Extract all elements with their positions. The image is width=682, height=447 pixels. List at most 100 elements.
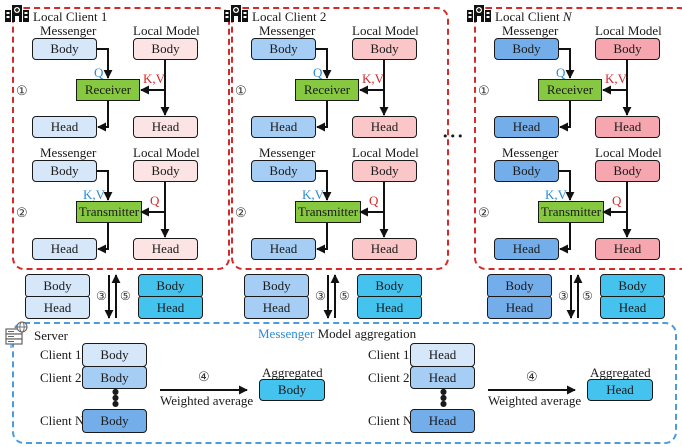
upload-body-block[interactable]: Body bbox=[487, 274, 552, 297]
aggregated-block[interactable]: Head bbox=[587, 379, 653, 401]
local-body-block[interactable]: Body bbox=[133, 38, 198, 60]
upload-head-block[interactable]: Head bbox=[244, 296, 309, 319]
local-signal-label: Q bbox=[612, 193, 622, 208]
download-head-block[interactable]: Head bbox=[357, 296, 422, 319]
client-title: Local Client N bbox=[495, 10, 575, 23]
client-title-prefix: Local Client bbox=[495, 9, 563, 24]
local-head-block[interactable]: Head bbox=[352, 238, 417, 260]
step-marker: ① bbox=[235, 83, 247, 98]
receiver-block[interactable]: Receiver bbox=[295, 79, 359, 101]
local-head-block[interactable]: Head bbox=[133, 116, 198, 138]
server-client-label: Client 2 bbox=[40, 370, 82, 385]
messenger-body-block[interactable]: Body bbox=[251, 160, 316, 182]
more-clients-ellipsis: ••• bbox=[442, 130, 465, 143]
client-title: Local Client 2 bbox=[252, 9, 330, 24]
local-head-block[interactable]: Head bbox=[595, 116, 660, 138]
server-client-label: Client N bbox=[40, 413, 85, 428]
server-client-block[interactable]: Head bbox=[410, 343, 475, 367]
local-model-label: Local Model bbox=[352, 145, 419, 160]
download-head-block[interactable]: Head bbox=[138, 296, 203, 319]
client-title-prefix: Local Client bbox=[252, 9, 320, 24]
client-title-index: 2 bbox=[319, 9, 327, 24]
messenger-body-block[interactable]: Body bbox=[32, 160, 97, 182]
server-client-block[interactable]: Body bbox=[82, 366, 147, 389]
messenger-head-block[interactable]: Head bbox=[251, 116, 316, 138]
download-body-block[interactable]: Body bbox=[357, 274, 422, 297]
messenger-head-block[interactable]: Head bbox=[32, 238, 97, 260]
server-client-block[interactable]: Body bbox=[82, 343, 147, 367]
messenger-signal-label: Q bbox=[94, 65, 104, 80]
local-signal-label: Q bbox=[150, 193, 160, 208]
server-client-label: Client 1 bbox=[368, 347, 410, 362]
upload-body-block[interactable]: Body bbox=[25, 274, 90, 297]
transmitter-block[interactable]: Transmitter bbox=[295, 201, 361, 223]
local-head-block[interactable]: Head bbox=[133, 238, 198, 260]
messenger-label: Messenger bbox=[259, 23, 316, 38]
server-client-label: Client 2 bbox=[368, 370, 410, 385]
step-marker: ① bbox=[16, 83, 28, 98]
local-head-block[interactable]: Head bbox=[352, 116, 417, 138]
local-head-block[interactable]: Head bbox=[595, 238, 660, 260]
step-download-marker: ⑤ bbox=[582, 289, 593, 303]
messenger-body-block[interactable]: Body bbox=[494, 38, 559, 60]
server-client-block[interactable]: Head bbox=[410, 366, 475, 389]
messenger-body-block[interactable]: Body bbox=[494, 160, 559, 182]
server-client-block[interactable]: Head bbox=[410, 409, 475, 433]
messenger-body-block[interactable]: Body bbox=[251, 38, 316, 60]
messenger-head-block[interactable]: Head bbox=[494, 238, 559, 260]
transmitter-block[interactable]: Transmitter bbox=[538, 201, 604, 223]
aggregated-title: Aggregated bbox=[590, 365, 651, 380]
download-body-block[interactable]: Body bbox=[600, 274, 665, 297]
transmitter-block[interactable]: Transmitter bbox=[76, 201, 142, 223]
local-body-block[interactable]: Body bbox=[352, 160, 417, 182]
server-title: Server bbox=[34, 328, 68, 343]
local-model-label: Local Model bbox=[352, 23, 419, 38]
hospital-icon bbox=[223, 3, 249, 28]
step-upload-marker: ③ bbox=[558, 289, 569, 303]
aggregate-step-marker: ④ bbox=[526, 369, 538, 384]
messenger-head-block[interactable]: Head bbox=[251, 238, 316, 260]
local-signal-label: K,V bbox=[605, 71, 628, 86]
messenger-signal-label: K,V bbox=[83, 187, 106, 202]
messenger-label: Messenger bbox=[40, 145, 97, 160]
weighted-average-label: Weighted average bbox=[160, 393, 254, 408]
step-marker: ② bbox=[478, 205, 490, 220]
step-marker: ② bbox=[16, 205, 28, 220]
messenger-signal-label: Q bbox=[556, 65, 566, 80]
local-body-block[interactable]: Body bbox=[595, 160, 660, 182]
upload-body-block[interactable]: Body bbox=[244, 274, 309, 297]
client-title-index: N bbox=[562, 9, 572, 24]
local-body-block[interactable]: Body bbox=[595, 38, 660, 60]
messenger-label: Messenger bbox=[502, 23, 559, 38]
messenger-label: Messenger bbox=[259, 145, 316, 160]
hospital-icon bbox=[4, 3, 30, 28]
client-title: Local Client 1 bbox=[33, 10, 111, 23]
aggregate-step-marker: ④ bbox=[198, 369, 210, 384]
server-client-label: Client 1 bbox=[40, 347, 82, 362]
local-model-label: Local Model bbox=[133, 23, 200, 38]
server-heading-rest: Model aggregation bbox=[314, 326, 417, 341]
messenger-head-block[interactable]: Head bbox=[32, 116, 97, 138]
step-marker: ① bbox=[478, 83, 490, 98]
upload-head-block[interactable]: Head bbox=[25, 296, 90, 319]
hospital-icon bbox=[466, 3, 492, 28]
download-head-block[interactable]: Head bbox=[600, 296, 665, 319]
server-heading: Messenger Model aggregation bbox=[258, 327, 416, 340]
local-signal-label: Q bbox=[369, 193, 379, 208]
receiver-block[interactable]: Receiver bbox=[76, 79, 140, 101]
messenger-head-block[interactable]: Head bbox=[494, 116, 559, 138]
download-body-block[interactable]: Body bbox=[138, 274, 203, 297]
receiver-block[interactable]: Receiver bbox=[538, 79, 602, 101]
aggregated-block[interactable]: Body bbox=[259, 379, 325, 401]
local-signal-label: K,V bbox=[143, 71, 166, 86]
weighted-average-label: Weighted average bbox=[488, 393, 582, 408]
upload-head-block[interactable]: Head bbox=[487, 296, 552, 319]
local-body-block[interactable]: Body bbox=[133, 160, 198, 182]
server-client-label: Client N bbox=[368, 413, 413, 428]
messenger-label: Messenger bbox=[40, 23, 97, 38]
step-download-marker: ⑤ bbox=[339, 289, 350, 303]
server-client-block[interactable]: Body bbox=[82, 409, 147, 433]
messenger-body-block[interactable]: Body bbox=[32, 38, 97, 60]
messenger-signal-label: K,V bbox=[545, 187, 568, 202]
local-body-block[interactable]: Body bbox=[352, 38, 417, 60]
